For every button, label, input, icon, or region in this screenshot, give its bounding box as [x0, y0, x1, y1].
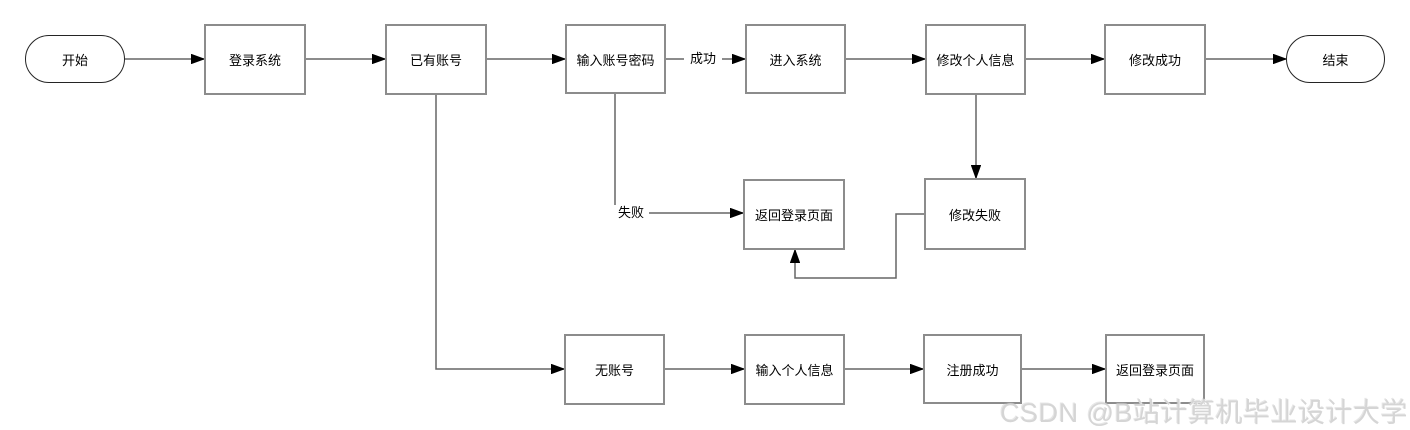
flow-node-start: 开始	[25, 35, 125, 83]
flow-node-modify-fail: 修改失败	[924, 178, 1026, 250]
edge-has-account-to-no-account	[435, 95, 564, 369]
flow-node-label: 返回登录页面	[754, 208, 833, 223]
flow-node-back-to-login-mid: 返回登录页面	[743, 179, 845, 250]
flow-node-enter-credentials: 输入账号密码	[565, 24, 666, 94]
edge-credentials-fail-to-back-login	[614, 94, 743, 213]
flow-node-label: 返回登录页面	[1115, 362, 1194, 378]
edge-label-success: 成功	[684, 51, 722, 67]
flow-node-enter-personal-info: 输入个人信息	[744, 334, 845, 405]
flow-node-label: 登录系统	[228, 53, 281, 68]
flow-node-label: 注册成功	[946, 362, 999, 378]
flow-node-login-system: 登录系统	[204, 24, 306, 95]
flow-node-no-account: 无账号	[564, 334, 665, 405]
edge-modify-fail-to-back-login	[795, 213, 924, 279]
flow-node-modify-personal-info: 修改个人信息	[925, 24, 1026, 95]
flow-node-back-to-login-bottom: 返回登录页面	[1105, 334, 1205, 404]
flow-node-modify-success: 修改成功	[1104, 24, 1206, 95]
flow-node-end: 结束	[1286, 35, 1385, 83]
flow-node-label: 开始	[61, 52, 88, 68]
edge-label-fail: 失败	[613, 205, 649, 221]
flow-node-label: 输入个人信息	[755, 363, 834, 378]
flow-node-label: 无账号	[594, 363, 634, 378]
flow-node-register-success: 注册成功	[923, 334, 1022, 404]
flow-node-label: 修改失败	[948, 207, 1001, 223]
flow-node-label: 输入账号密码	[576, 52, 655, 68]
flow-node-label: 修改个人信息	[936, 53, 1015, 68]
flow-node-label: 修改成功	[1128, 53, 1181, 68]
flow-node-label: 结束	[1322, 52, 1349, 68]
flow-node-enter-system: 进入系统	[745, 24, 846, 94]
flow-node-label: 进入系统	[769, 52, 822, 68]
flow-node-label: 已有账号	[409, 53, 462, 68]
flow-node-has-account: 已有账号	[385, 24, 487, 95]
